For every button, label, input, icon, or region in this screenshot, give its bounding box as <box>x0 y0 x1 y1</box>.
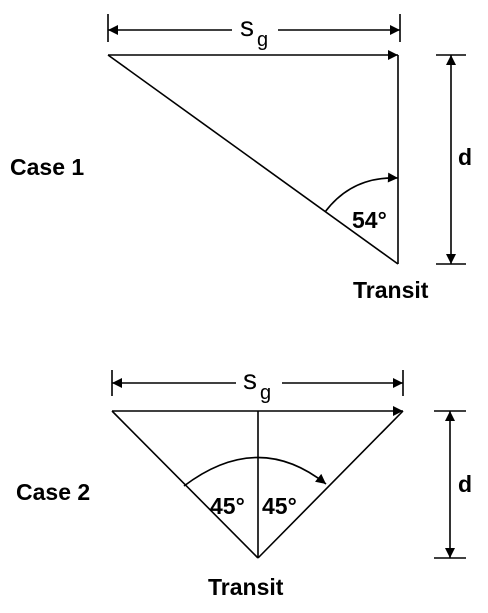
case2-transit-label: Transit <box>208 574 284 600</box>
case2-right-edge <box>257 410 404 559</box>
case2-figure: Case 2 s g 45° 45° d Transit <box>16 364 472 600</box>
case2-angle-right-label: 45° <box>262 493 297 519</box>
case2-sg-subscript: g <box>260 382 271 404</box>
case2-d-label: d <box>458 471 472 497</box>
case1-label: Case 1 <box>10 154 84 180</box>
case2-angle-arc <box>183 456 327 487</box>
case1-angle-arc <box>324 172 399 213</box>
case1-transit-label: Transit <box>353 277 429 303</box>
case1-d-label: d <box>458 144 472 170</box>
case2-sg-symbol: s <box>243 364 257 395</box>
case1-figure: Case 1 s g 54° d Transit <box>10 11 472 303</box>
case1-sg-subscript: g <box>257 29 268 51</box>
case1-angle-label: 54° <box>352 207 387 233</box>
case2-angle-left-label: 45° <box>210 493 245 519</box>
case1-sg-symbol: s <box>240 11 254 42</box>
case1-hypotenuse <box>107 54 399 265</box>
case2-label: Case 2 <box>16 479 90 505</box>
